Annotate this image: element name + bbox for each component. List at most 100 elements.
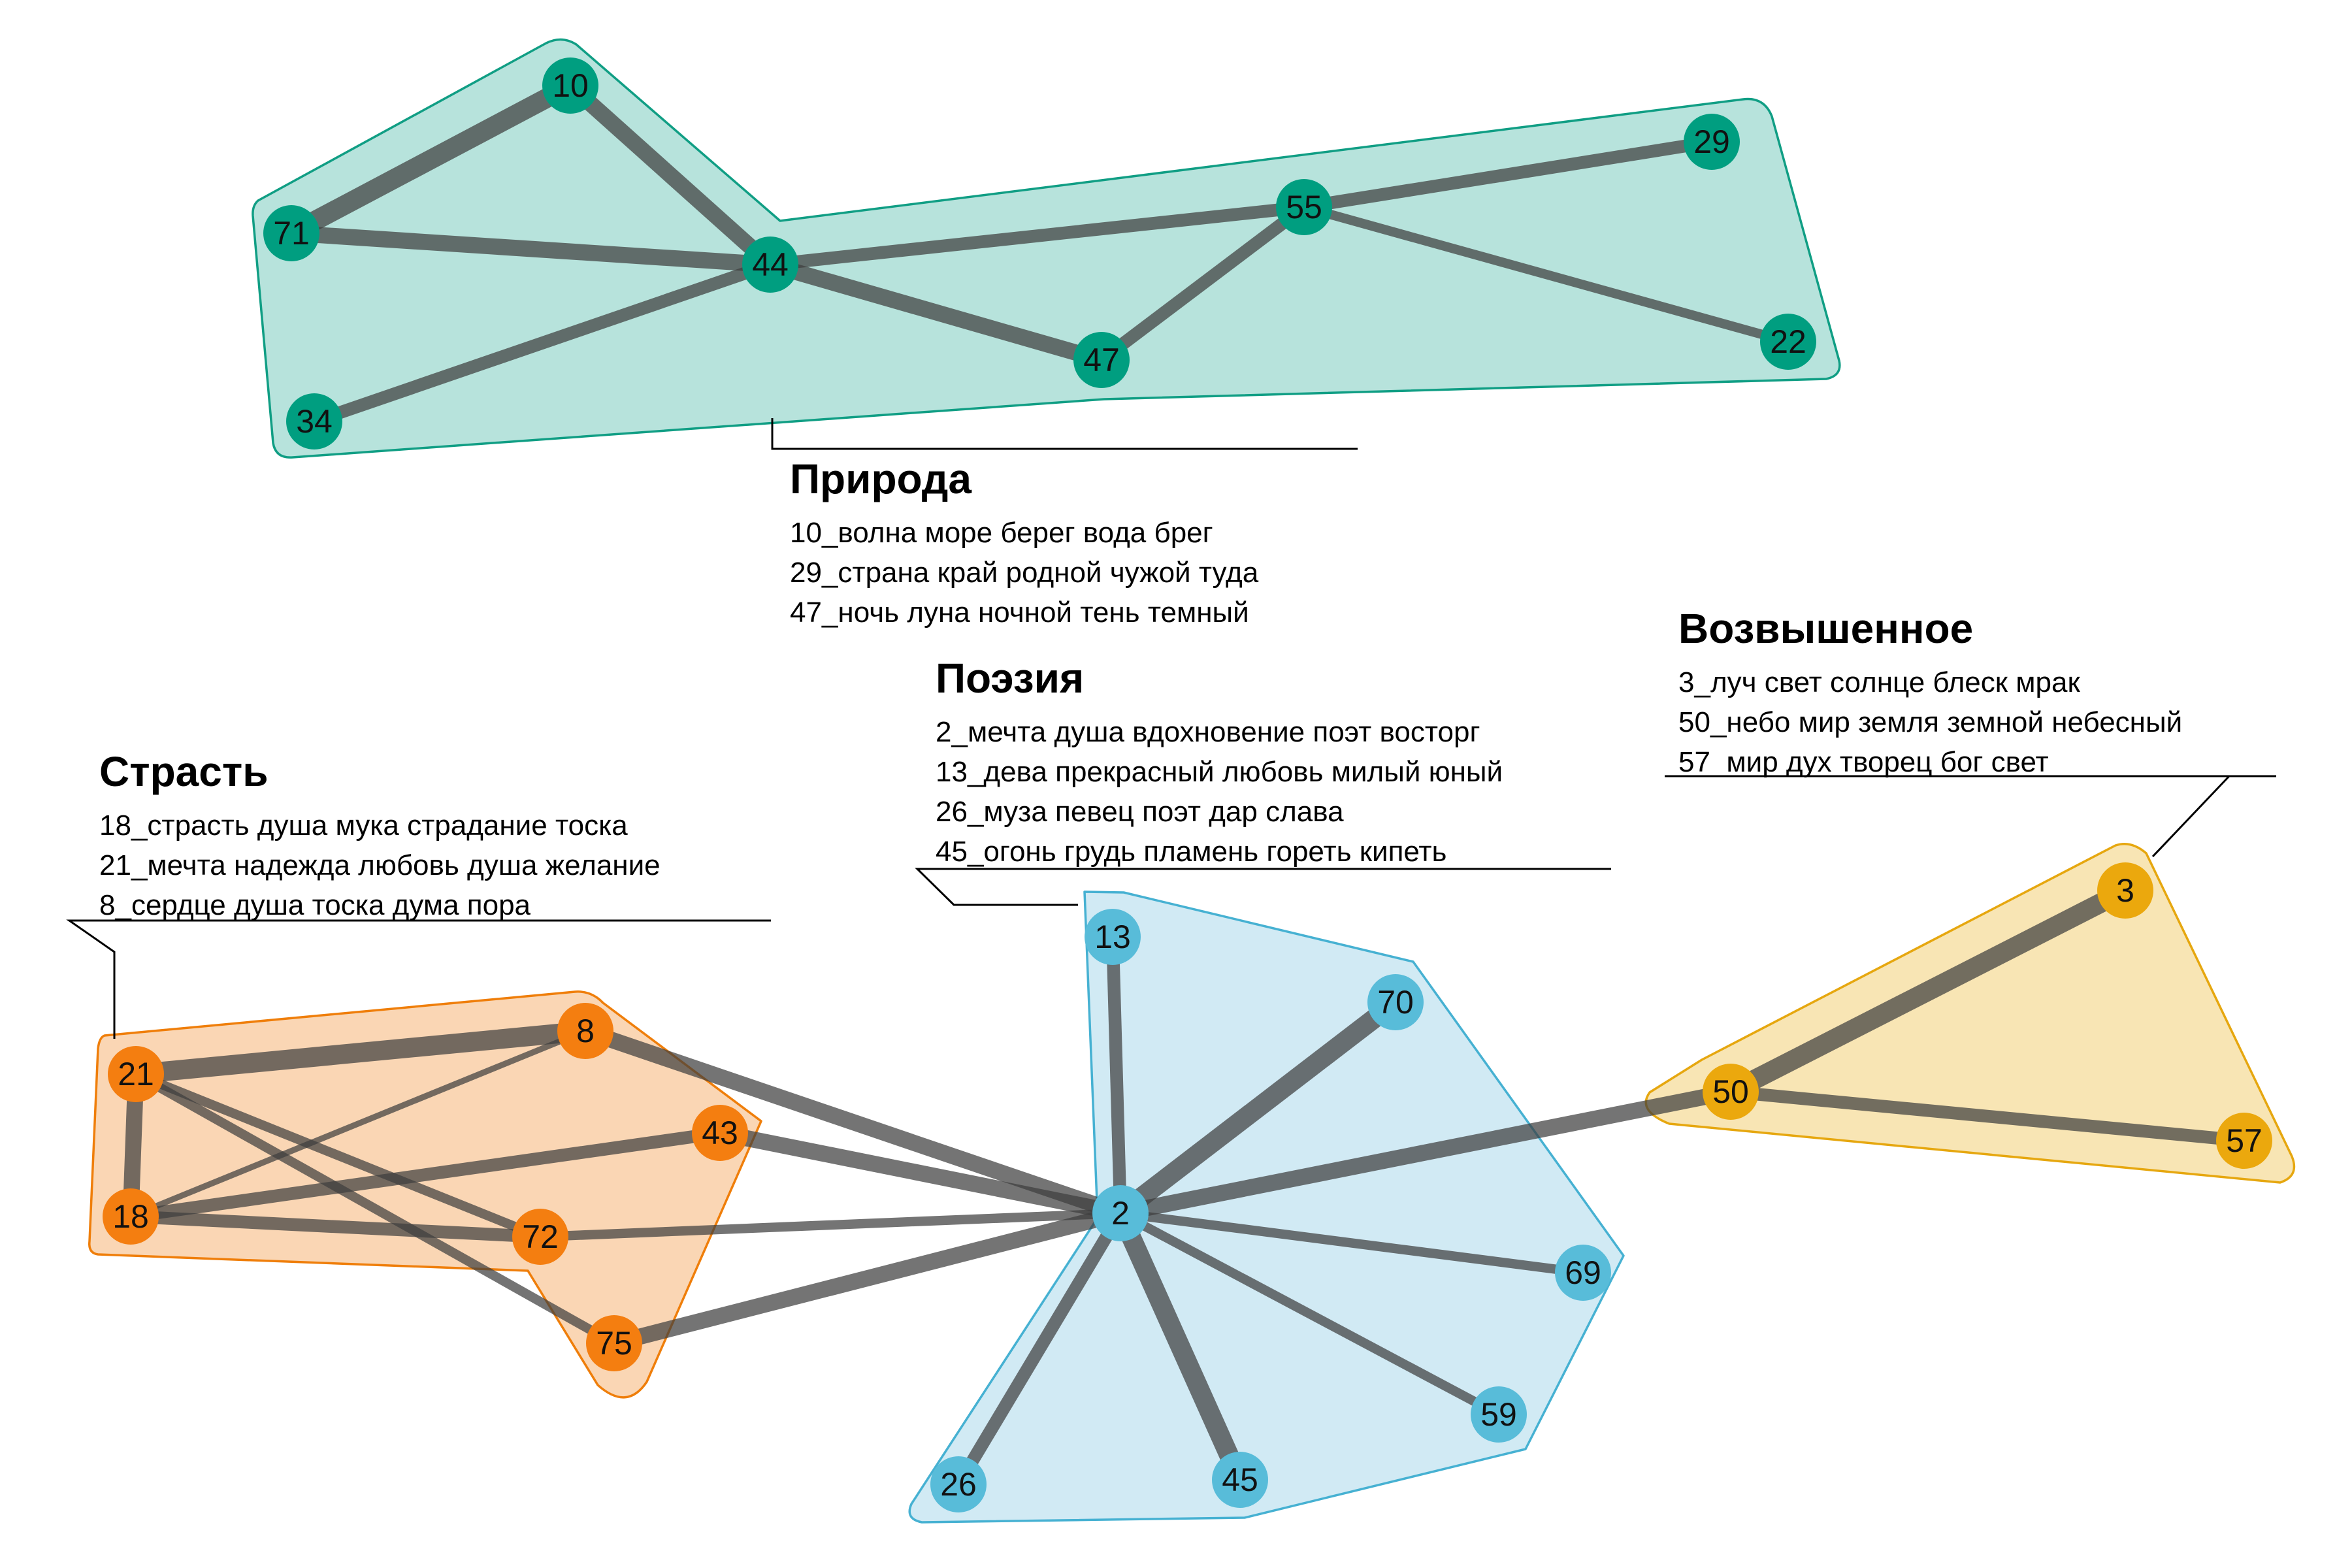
node-label-3: 3	[2116, 872, 2134, 909]
node-label-43: 43	[702, 1115, 738, 1151]
edge-21-75	[133, 1070, 617, 1348]
node-71: 71	[263, 205, 319, 261]
node-72: 72	[512, 1209, 568, 1265]
nodes: 10 71 44 34 55 29 47 22 13 70 2 69 59 26 45 3 50 57 21 8 43 1…	[103, 57, 2272, 1512]
node-label-47: 47	[1083, 342, 1120, 378]
cluster-topic-line: 2_мечта душа вдохновение поэт восторг	[936, 716, 1480, 748]
node-circle-26	[930, 1456, 987, 1512]
edge-18-43	[129, 1126, 721, 1223]
edge-21-72	[134, 1070, 542, 1241]
node-circle-22	[1760, 314, 1816, 370]
node-circle-59	[1471, 1386, 1527, 1443]
node-label-34: 34	[296, 403, 333, 440]
edge-50-57	[1730, 1085, 2245, 1147]
node-circle-72	[512, 1209, 568, 1265]
cluster-topic-line: 3_луч свет солнце блеск мрак	[1678, 666, 2080, 698]
node-label-75: 75	[596, 1325, 632, 1362]
node-label-10: 10	[552, 67, 589, 104]
cluster-topic-line: 26_муза певец поэт дар слава	[936, 796, 1344, 828]
cluster-title-vozvyshennoe: Возвышенное	[1678, 605, 1973, 652]
node-circle-75	[586, 1315, 642, 1371]
node-label-29: 29	[1693, 123, 1730, 160]
node-circle-45	[1212, 1452, 1268, 1508]
edge-2-59	[1118, 1209, 1501, 1419]
node-3: 3	[2097, 862, 2153, 919]
node-2: 2	[1092, 1185, 1149, 1241]
cluster-topic-line: 10_волна море берег вода брег	[790, 517, 1213, 549]
node-label-50: 50	[1712, 1073, 1749, 1110]
node-55: 55	[1276, 179, 1332, 235]
node-circle-55	[1276, 179, 1332, 235]
edge-2-26	[953, 1209, 1126, 1488]
node-label-22: 22	[1770, 323, 1806, 360]
edge-18-72	[130, 1210, 541, 1243]
node-75: 75	[586, 1315, 642, 1371]
cluster-title-priroda: Природа	[790, 455, 972, 502]
edge-2-43	[718, 1124, 1122, 1222]
cluster-topic-line: 21_мечта надежда любовь душа желание	[99, 849, 661, 881]
node-29: 29	[1684, 114, 1740, 170]
node-circle-43	[692, 1105, 748, 1161]
edge-13-2	[1106, 936, 1127, 1214]
edge-2-75	[612, 1205, 1123, 1352]
node-circle-8	[557, 1003, 613, 1059]
node-circle-2	[1092, 1185, 1149, 1241]
edge-18-8	[129, 1028, 587, 1220]
node-21: 21	[108, 1046, 164, 1102]
cluster-hull-poeziya	[908, 890, 1625, 1524]
node-circle-18	[103, 1188, 159, 1245]
node-label-45: 45	[1222, 1462, 1258, 1498]
node-circle-13	[1085, 909, 1141, 965]
node-circle-29	[1684, 114, 1740, 170]
edge-2-45	[1111, 1209, 1249, 1484]
node-label-69: 69	[1565, 1254, 1601, 1291]
node-label-44: 44	[752, 246, 789, 283]
edge-70-2	[1114, 994, 1402, 1221]
leader-line-vozvyshennoe	[1665, 775, 2276, 858]
node-13: 13	[1085, 909, 1141, 965]
node-circle-70	[1367, 974, 1424, 1030]
node-label-2: 2	[1111, 1195, 1130, 1232]
edge-2-8	[583, 1023, 1123, 1221]
node-44: 44	[742, 237, 798, 293]
cluster-topic-line: 18_страсть душа мука страдание тоска	[99, 809, 628, 841]
node-circle-34	[286, 393, 342, 449]
cluster-topic-line: 47_ночь луна ночной тень темный	[790, 596, 1249, 629]
node-label-13: 13	[1094, 919, 1131, 955]
node-circle-50	[1703, 1064, 1759, 1120]
node-label-18: 18	[112, 1198, 149, 1235]
node-label-55: 55	[1286, 189, 1322, 225]
node-circle-3	[2097, 862, 2153, 919]
edge-2-72	[540, 1208, 1121, 1242]
edge-10-44	[564, 79, 776, 271]
node-label-26: 26	[940, 1466, 977, 1503]
edge-55-22	[1303, 203, 1789, 346]
edge-71-10	[286, 76, 576, 242]
cluster-topic-line: 50_небо мир земля земной небесный	[1678, 706, 2182, 738]
node-70: 70	[1367, 974, 1424, 1030]
node-circle-57	[2216, 1113, 2272, 1169]
edge-50-3	[1726, 881, 2130, 1101]
node-43: 43	[692, 1105, 748, 1161]
cluster-hulls	[88, 38, 2296, 1524]
cluster-title-strast: Страсть	[99, 748, 269, 795]
node-22: 22	[1760, 314, 1816, 370]
node-10: 10	[542, 57, 598, 114]
edge-71-44	[291, 225, 771, 273]
node-57: 57	[2216, 1113, 2272, 1169]
edge-2-50	[1119, 1083, 1733, 1222]
node-label-8: 8	[576, 1013, 595, 1049]
edge-47-55	[1098, 202, 1308, 365]
node-50: 50	[1703, 1064, 1759, 1120]
node-26: 26	[930, 1456, 987, 1512]
leader-line-strast	[66, 919, 771, 1039]
node-59: 59	[1471, 1386, 1527, 1443]
leader-line-priroda	[771, 418, 1358, 450]
cluster-topic-line: 8_сердце душа тоска дума пора	[99, 889, 531, 921]
node-label-71: 71	[273, 215, 310, 252]
node-18: 18	[103, 1188, 159, 1245]
node-circle-10	[542, 57, 598, 114]
